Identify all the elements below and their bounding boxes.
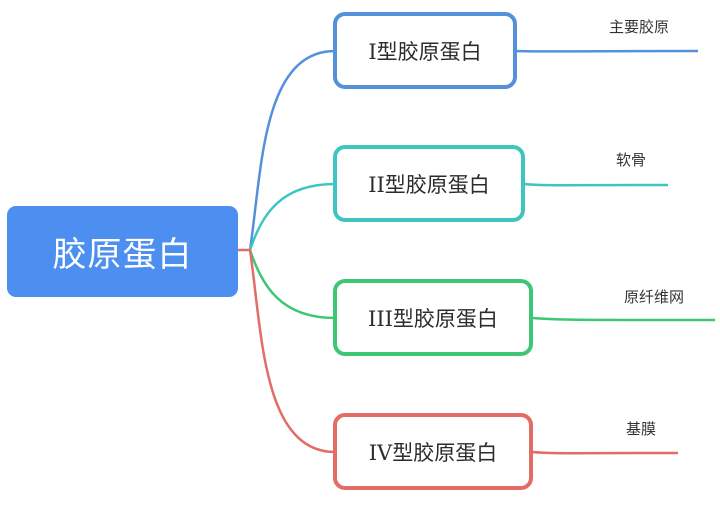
branch-label: IV型胶原蛋白 bbox=[368, 440, 498, 465]
connector-branch-1 bbox=[248, 49, 336, 251]
branch-label: I型胶原蛋白 bbox=[368, 39, 482, 64]
branch-label: III型胶原蛋白 bbox=[368, 306, 498, 331]
branch-node-type-iii[interactable]: III型胶原蛋白 bbox=[333, 279, 533, 356]
leaf-line-2 bbox=[523, 182, 669, 187]
leaf-line-4 bbox=[531, 450, 679, 455]
branch-node-type-i[interactable]: I型胶原蛋白 bbox=[333, 12, 517, 89]
branch-node-type-ii[interactable]: II型胶原蛋白 bbox=[333, 145, 525, 222]
leaf-note-2[interactable]: 软骨 bbox=[616, 151, 647, 169]
leaf-note-4[interactable]: 基膜 bbox=[626, 420, 657, 438]
leaf-note-3[interactable]: 原纤维网 bbox=[624, 288, 685, 306]
root-label: 胶原蛋白 bbox=[52, 235, 193, 275]
leaf-line-3 bbox=[532, 316, 716, 322]
branch-node-type-iv[interactable]: IV型胶原蛋白 bbox=[333, 413, 533, 490]
connector-branch-3 bbox=[248, 249, 336, 320]
root-node[interactable]: 胶原蛋白 bbox=[7, 206, 238, 297]
leaf-note-1[interactable]: 主要胶原 bbox=[609, 18, 670, 36]
connector-branch-4 bbox=[238, 248, 336, 454]
branch-label: II型胶原蛋白 bbox=[368, 172, 490, 197]
connector-branch-2 bbox=[248, 182, 336, 251]
